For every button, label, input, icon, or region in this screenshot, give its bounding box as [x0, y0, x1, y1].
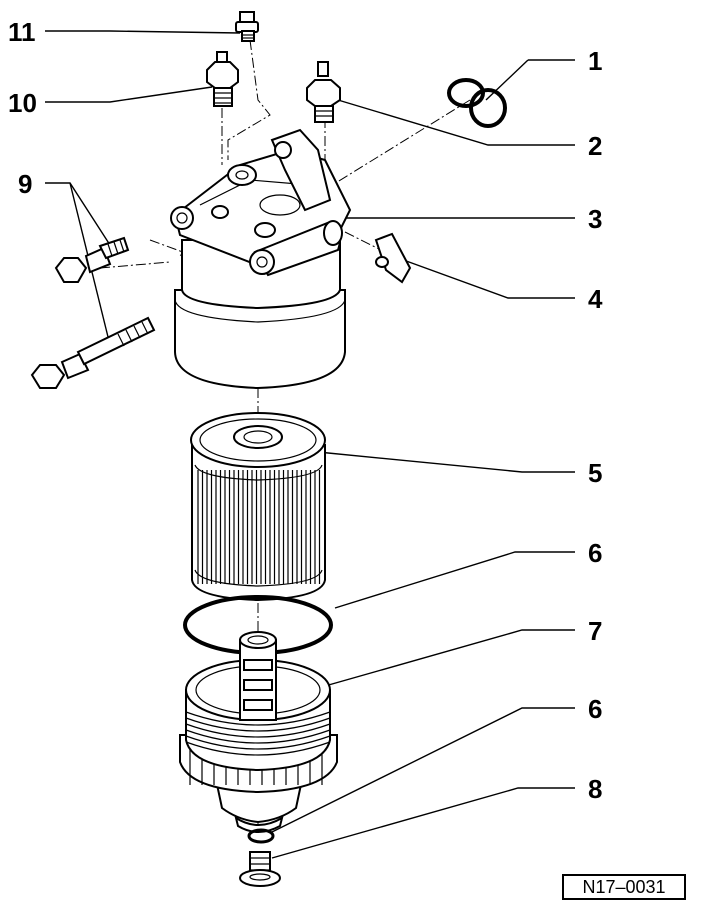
- callout-3: 3: [588, 204, 602, 234]
- callout-6-lower: 6: [588, 694, 602, 724]
- callout-4: 4: [588, 284, 603, 314]
- retaining-clip: [374, 232, 412, 284]
- o-rings: [447, 78, 507, 128]
- drain-plug: [239, 851, 281, 887]
- filter-housing: [170, 128, 352, 390]
- filter-cap: [179, 631, 338, 833]
- oil-temp-sender: [206, 51, 239, 107]
- filter-element: [190, 412, 326, 602]
- callout-numbers: 1 2 3 4 5 6 7 6 8 9 10 11: [8, 17, 603, 804]
- callout-11: 11: [8, 17, 36, 47]
- callout-1: 1: [588, 46, 602, 76]
- callout-5: 5: [588, 458, 602, 488]
- callout-9: 9: [18, 169, 32, 199]
- bolt-long: [30, 316, 156, 389]
- bolt-short: [54, 236, 130, 283]
- oil-pressure-switch: [306, 61, 341, 123]
- seal-ring-small: [247, 828, 275, 844]
- leader-lines: [45, 30, 575, 859]
- reference-code: N17–0031: [562, 874, 686, 900]
- callout-10: 10: [8, 88, 37, 118]
- callout-7: 7: [588, 616, 602, 646]
- callout-6-upper: 6: [588, 538, 602, 568]
- callout-8: 8: [588, 774, 602, 804]
- callout-2: 2: [588, 131, 602, 161]
- pressure-switch-top: [235, 11, 259, 42]
